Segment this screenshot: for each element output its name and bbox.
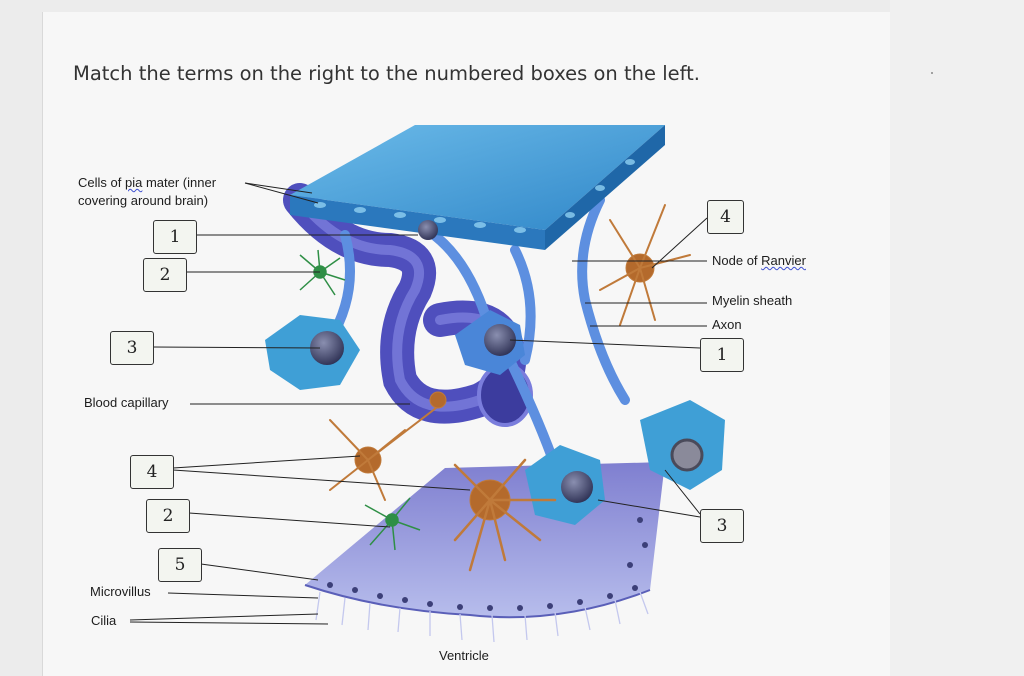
label-pia-post: mater (inner [142, 175, 217, 190]
label-pia-pre: Cells of [78, 175, 125, 190]
label-myelin-sheath: Myelin sheath [712, 293, 793, 308]
astrocyte-cells [265, 220, 725, 525]
left-box-4[interactable]: 4 [130, 455, 174, 489]
pia-mater-layer [290, 125, 665, 250]
label-axon: Axon [712, 317, 742, 332]
label-microvillus: Microvillus [90, 584, 151, 599]
right-box-3[interactable]: 3 [700, 509, 744, 543]
label-ventricle: Ventricle [439, 648, 489, 663]
instruction-title: Match the terms on the right to the numb… [73, 62, 700, 85]
left-box-3[interactable]: 3 [110, 331, 154, 365]
left-box-2-lower[interactable]: 2 [146, 499, 190, 533]
label-node-pre: Node of [712, 253, 762, 268]
leader-lines [129, 182, 708, 625]
right-box-1[interactable]: 1 [700, 338, 744, 372]
label-cilia: Cilia [91, 613, 117, 628]
left-box-5[interactable]: 5 [158, 548, 202, 582]
label-pia-word: pia [124, 175, 143, 190]
label-blood-capillary: Blood capillary [84, 395, 169, 410]
neuron-cells [329, 204, 691, 572]
label-node-word: Ranvier [761, 253, 806, 268]
label-node-of-ranvier: Node of Ranvier [712, 253, 806, 268]
left-box-1[interactable]: 1 [153, 220, 197, 254]
label-pia-mater-line2: covering around brain) [78, 193, 209, 208]
speck [931, 72, 933, 74]
left-box-2-upper[interactable]: 2 [143, 258, 187, 292]
margin-strip [890, 0, 1024, 676]
label-pia-mater-line1: Cells of pia mater (inner [78, 175, 216, 190]
right-box-4[interactable]: 4 [707, 200, 744, 234]
